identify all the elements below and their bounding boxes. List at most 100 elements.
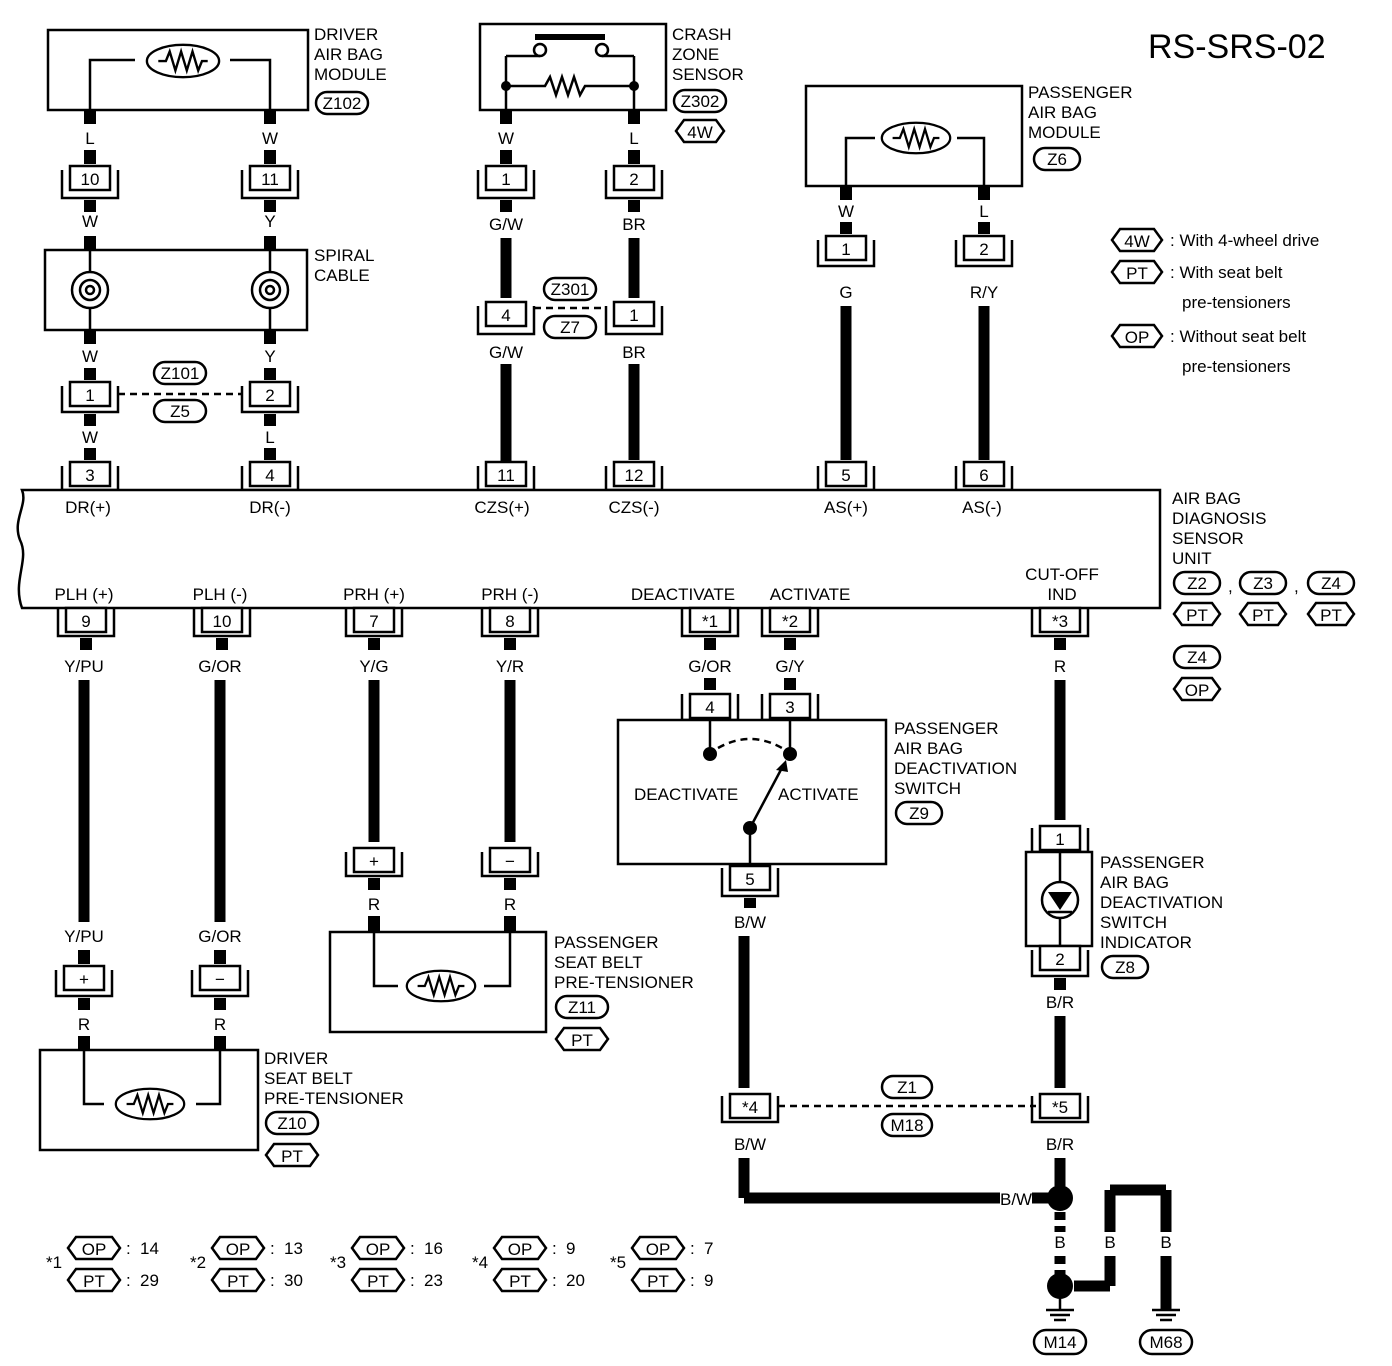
diagram-label: W [82, 212, 98, 231]
diagram-label: ACTIVATE [778, 785, 859, 804]
diagram-label: R [504, 895, 516, 914]
diagram-label: DEACTIVATION [1100, 893, 1223, 912]
wire-label: W [262, 129, 278, 148]
diagram-label: 2 [979, 240, 988, 259]
connector-10: 10 [60, 164, 120, 200]
diagram-label: R [368, 895, 380, 914]
diagram-label: PASSENGER [554, 933, 659, 952]
diagram-label: *1 [46, 1253, 62, 1272]
splice-dot-2 [1047, 1273, 1073, 1299]
diagram-label: : Without seat belt [1170, 327, 1306, 346]
diagram-label: 2 [265, 386, 274, 405]
diagram-label: Z3 [1253, 574, 1273, 593]
diagram-label: PASSENGER [1100, 853, 1205, 872]
driver-seat-belt-pretensioner: DRIVER SEAT BELT PRE-TENSIONER Z10 PT [38, 1048, 404, 1168]
diagram-label: AS(+) [824, 498, 868, 517]
wire-label: L [85, 129, 94, 148]
diagram-label: : [552, 1239, 557, 1258]
diagram-label: DRIVER [264, 1049, 328, 1068]
diagram-label: Y [264, 347, 275, 366]
diagram-label: W [498, 129, 514, 148]
diagram-label: R [78, 1015, 90, 1034]
diagram-label: : [126, 1239, 131, 1258]
diagram-label: DEACTIVATE [634, 785, 738, 804]
diagram-label: L [979, 202, 988, 221]
diagram-label: M68 [1149, 1333, 1182, 1352]
passenger-airbag-deactivation-switch-indicator: PASSENGER AIR BAG DEACTIVATION SWITCH IN… [1024, 850, 1223, 980]
connector-4-switch: 4 [680, 692, 740, 722]
joint-z301: Z301 [551, 280, 590, 299]
diagram-label: *5 [610, 1253, 626, 1272]
diagram-label: Y [264, 212, 275, 231]
diagram-label: PT [367, 1272, 389, 1291]
diagram-label: AIR BAG [1100, 873, 1169, 892]
footnote-4: *4 OP : 9 PT : 20 [472, 1235, 585, 1293]
diagram-label: DEACTIVATE [631, 585, 735, 604]
connector-5-switch: 5 [720, 864, 780, 898]
diagram-label: , [1228, 577, 1233, 596]
diagram-label: B [1160, 1233, 1171, 1252]
diagram-label: G [839, 283, 852, 302]
diagram-label: *2 [782, 612, 798, 631]
diagram-label: : [126, 1271, 131, 1290]
diagram-label: PT [647, 1272, 669, 1291]
connector-plus-pass: + [344, 846, 404, 878]
connector-1-indicator: 1 [1030, 824, 1090, 854]
diagram-label: 6 [979, 466, 988, 485]
connector-star4: *4 [720, 1092, 780, 1124]
diagram-label: OP [1125, 328, 1150, 347]
diagram-label: 11 [497, 466, 515, 485]
diagram-label: CZS(-) [609, 498, 660, 517]
diagram-label: + [79, 970, 89, 989]
diagram-label: B/W [1000, 1190, 1032, 1209]
diagram-label: PLH (+) [54, 585, 113, 604]
diagram-label: : [270, 1271, 275, 1290]
unit-connectors-top: 3 4 11 12 5 6 [60, 460, 1014, 492]
diagram-label: AIR BAG [1028, 103, 1097, 122]
diagram-label: G/OR [688, 657, 731, 676]
diagram-label: 1 [1055, 830, 1064, 849]
diagram-label: OP [646, 1240, 671, 1259]
ground-symbol-m14: M14 [1032, 1308, 1088, 1356]
diagram-label: PT [1186, 606, 1208, 625]
diagram-label: PT [509, 1272, 531, 1291]
diagram-label: AIR BAG [894, 739, 963, 758]
diagram-label: Z11 [568, 998, 596, 1017]
diagram-label: G/OR [198, 927, 241, 946]
diagram-label: PRH (+) [343, 585, 405, 604]
crash-zone-sensor: CRASH ZONE SENSOR Z302 4W [478, 22, 744, 144]
ground-symbol-m68: M68 [1138, 1308, 1194, 1356]
connector-1-left: 1 [60, 380, 120, 414]
diagram-label: BR [622, 215, 646, 234]
connector-3-switch: 3 [760, 692, 820, 722]
diagram-label: B/W [734, 913, 766, 932]
connector-1-crash-b: 1 [604, 300, 664, 336]
diagram-label: W [82, 347, 98, 366]
joint-z1: Z1 [897, 1078, 917, 1097]
diagram-label: INDICATOR [1100, 933, 1192, 952]
diagram-label: IND [1047, 585, 1076, 604]
diagram-label: Z102 [323, 94, 362, 113]
footnote-2: *2 OP : 13 PT : 30 [190, 1235, 303, 1293]
connector-2-pass: 2 [954, 234, 1014, 268]
diagram-label: : [690, 1239, 695, 1258]
diagram-label: CZS(+) [474, 498, 529, 517]
diagram-label: SPIRAL [314, 246, 374, 265]
diagram-label: W [82, 428, 98, 447]
diagram-label: PLH (-) [193, 585, 248, 604]
diagram-label: pre-tensioners [1182, 293, 1291, 312]
diagram-label: Y/PU [64, 927, 104, 946]
diagram-label: 4 [265, 466, 274, 485]
diagram-label: MODULE [314, 65, 387, 84]
diagram-label: + [369, 852, 379, 871]
diagram-label: SWITCH [894, 779, 961, 798]
diagram-label: CRASH [672, 25, 732, 44]
diagram-label: : With seat belt [1170, 263, 1283, 282]
driver-airbag-module: DRIVER AIR BAG MODULE Z102 [46, 25, 387, 116]
joint-z101: Z101 [161, 364, 200, 383]
connector-4-crash: 4 [476, 300, 536, 336]
diagram-label: Z302 [681, 92, 720, 111]
diagram-label: − [505, 852, 515, 871]
diagram-label: W [838, 202, 854, 221]
